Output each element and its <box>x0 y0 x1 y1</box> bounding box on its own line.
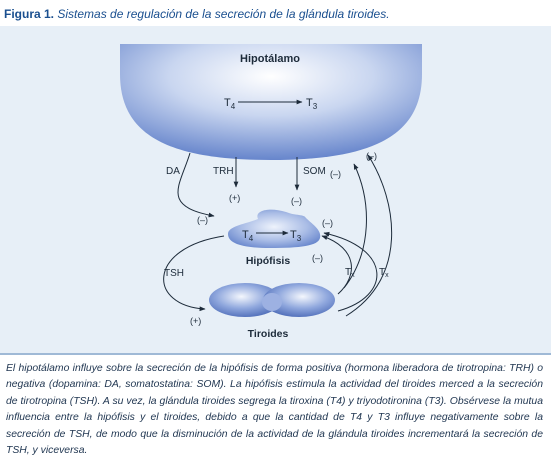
tsh-sign: (+) <box>190 316 201 326</box>
da-sign: (–) <box>197 215 208 225</box>
pituitary-shape <box>228 209 321 248</box>
feedback-pituitary-outer-arrow <box>323 231 378 312</box>
som-sign: (–) <box>291 196 302 206</box>
da-arrow <box>177 152 215 218</box>
figure-caption: El hipotálamo influye sobre la secreción… <box>0 353 551 456</box>
hypo-t3-label: T3 <box>306 97 318 111</box>
feedback-outer-hypo-sign: (–) <box>366 151 377 161</box>
diagram-panel: Hipotálamo T4 T3 DA (–) TRH (+) SOM (–) … <box>0 26 551 353</box>
tsh-arrow <box>163 235 225 312</box>
hypothalamus-label: Hipotálamo <box>240 53 300 65</box>
feedback-tx-outer-label: Tx <box>379 267 389 279</box>
feedback-hypothalamus-inner-arrow <box>343 163 367 289</box>
regulation-diagram: Hipotálamo T4 T3 DA (–) TRH (+) SOM (–) … <box>120 44 422 340</box>
tsh-label: TSH <box>164 268 184 279</box>
som-label: SOM <box>303 166 326 177</box>
feedback-hypothalamus-outer-arrow <box>345 154 393 317</box>
hypo-t4-label: T4 <box>224 97 236 111</box>
pit-t4-label: T4 <box>242 229 254 243</box>
feedback-inner-hypo-sign: (–) <box>330 169 341 179</box>
caption-text: El hipotálamo influye sobre la secreción… <box>6 363 543 457</box>
feedback-tx-inner-label: Tx <box>345 267 355 279</box>
thyroid-label: Tiroides <box>248 328 289 340</box>
pit-t3-label: T3 <box>290 229 302 243</box>
figure-caption-title: Sistemas de regulación de la secreción d… <box>57 7 390 21</box>
thyroid-shape <box>209 283 335 317</box>
da-label: DA <box>166 166 180 177</box>
feedback-inner-pit-sign: (–) <box>312 253 323 263</box>
figure-title: Figura 1. Sistemas de regulación de la s… <box>4 3 547 25</box>
feedback-outer-pit-sign: (–) <box>322 218 333 228</box>
feedback-pituitary-inner-arrow <box>321 235 352 295</box>
trh-label: TRH <box>213 166 234 177</box>
pituitary-label: Hipófisis <box>246 255 290 267</box>
trh-sign: (+) <box>229 193 240 203</box>
figure-number: Figura 1. <box>4 7 55 21</box>
